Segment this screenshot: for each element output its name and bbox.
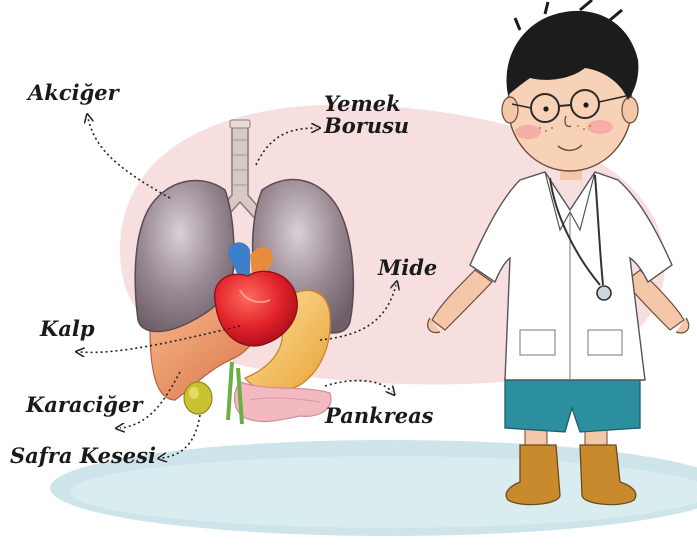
label-kalp: Kalp (40, 318, 95, 340)
gallbladder (184, 382, 212, 414)
label-mide: Mide (378, 257, 437, 279)
label-yemek-borusu-line1: Yemek (324, 93, 409, 115)
shorts (505, 378, 640, 432)
label-karaciger: Karaciğer (26, 394, 142, 416)
label-akciger: Akciğer (28, 82, 119, 104)
label-pankreas: Pankreas (325, 405, 434, 427)
label-safra-kesesi: Safra Kesesi (10, 445, 156, 467)
label-yemek-borusu: Yemek Borusu (324, 93, 409, 137)
label-yemek-borusu-line2: Borusu (324, 115, 409, 137)
